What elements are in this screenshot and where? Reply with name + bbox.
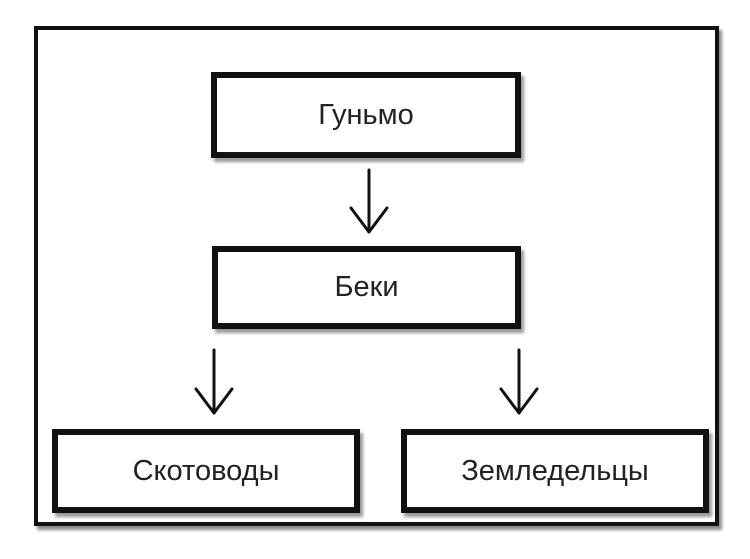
- arrow-middle-to-left: [194, 348, 234, 415]
- arrow-middle-to-right: [499, 348, 539, 415]
- node-skotovody: Скотоводы: [52, 429, 360, 513]
- node-skotovody-label: Скотоводы: [132, 454, 280, 487]
- arrow-top-to-middle: [349, 168, 389, 234]
- node-zemledeltsy-label: Земледельцы: [461, 454, 649, 487]
- node-zemledeltsy: Земледельцы: [401, 429, 709, 513]
- node-beki-label: Беки: [334, 271, 399, 303]
- node-beki: Беки: [212, 246, 521, 329]
- node-gunmo-label: Гуньмо: [318, 98, 414, 131]
- node-gunmo: Гуньмо: [211, 72, 521, 158]
